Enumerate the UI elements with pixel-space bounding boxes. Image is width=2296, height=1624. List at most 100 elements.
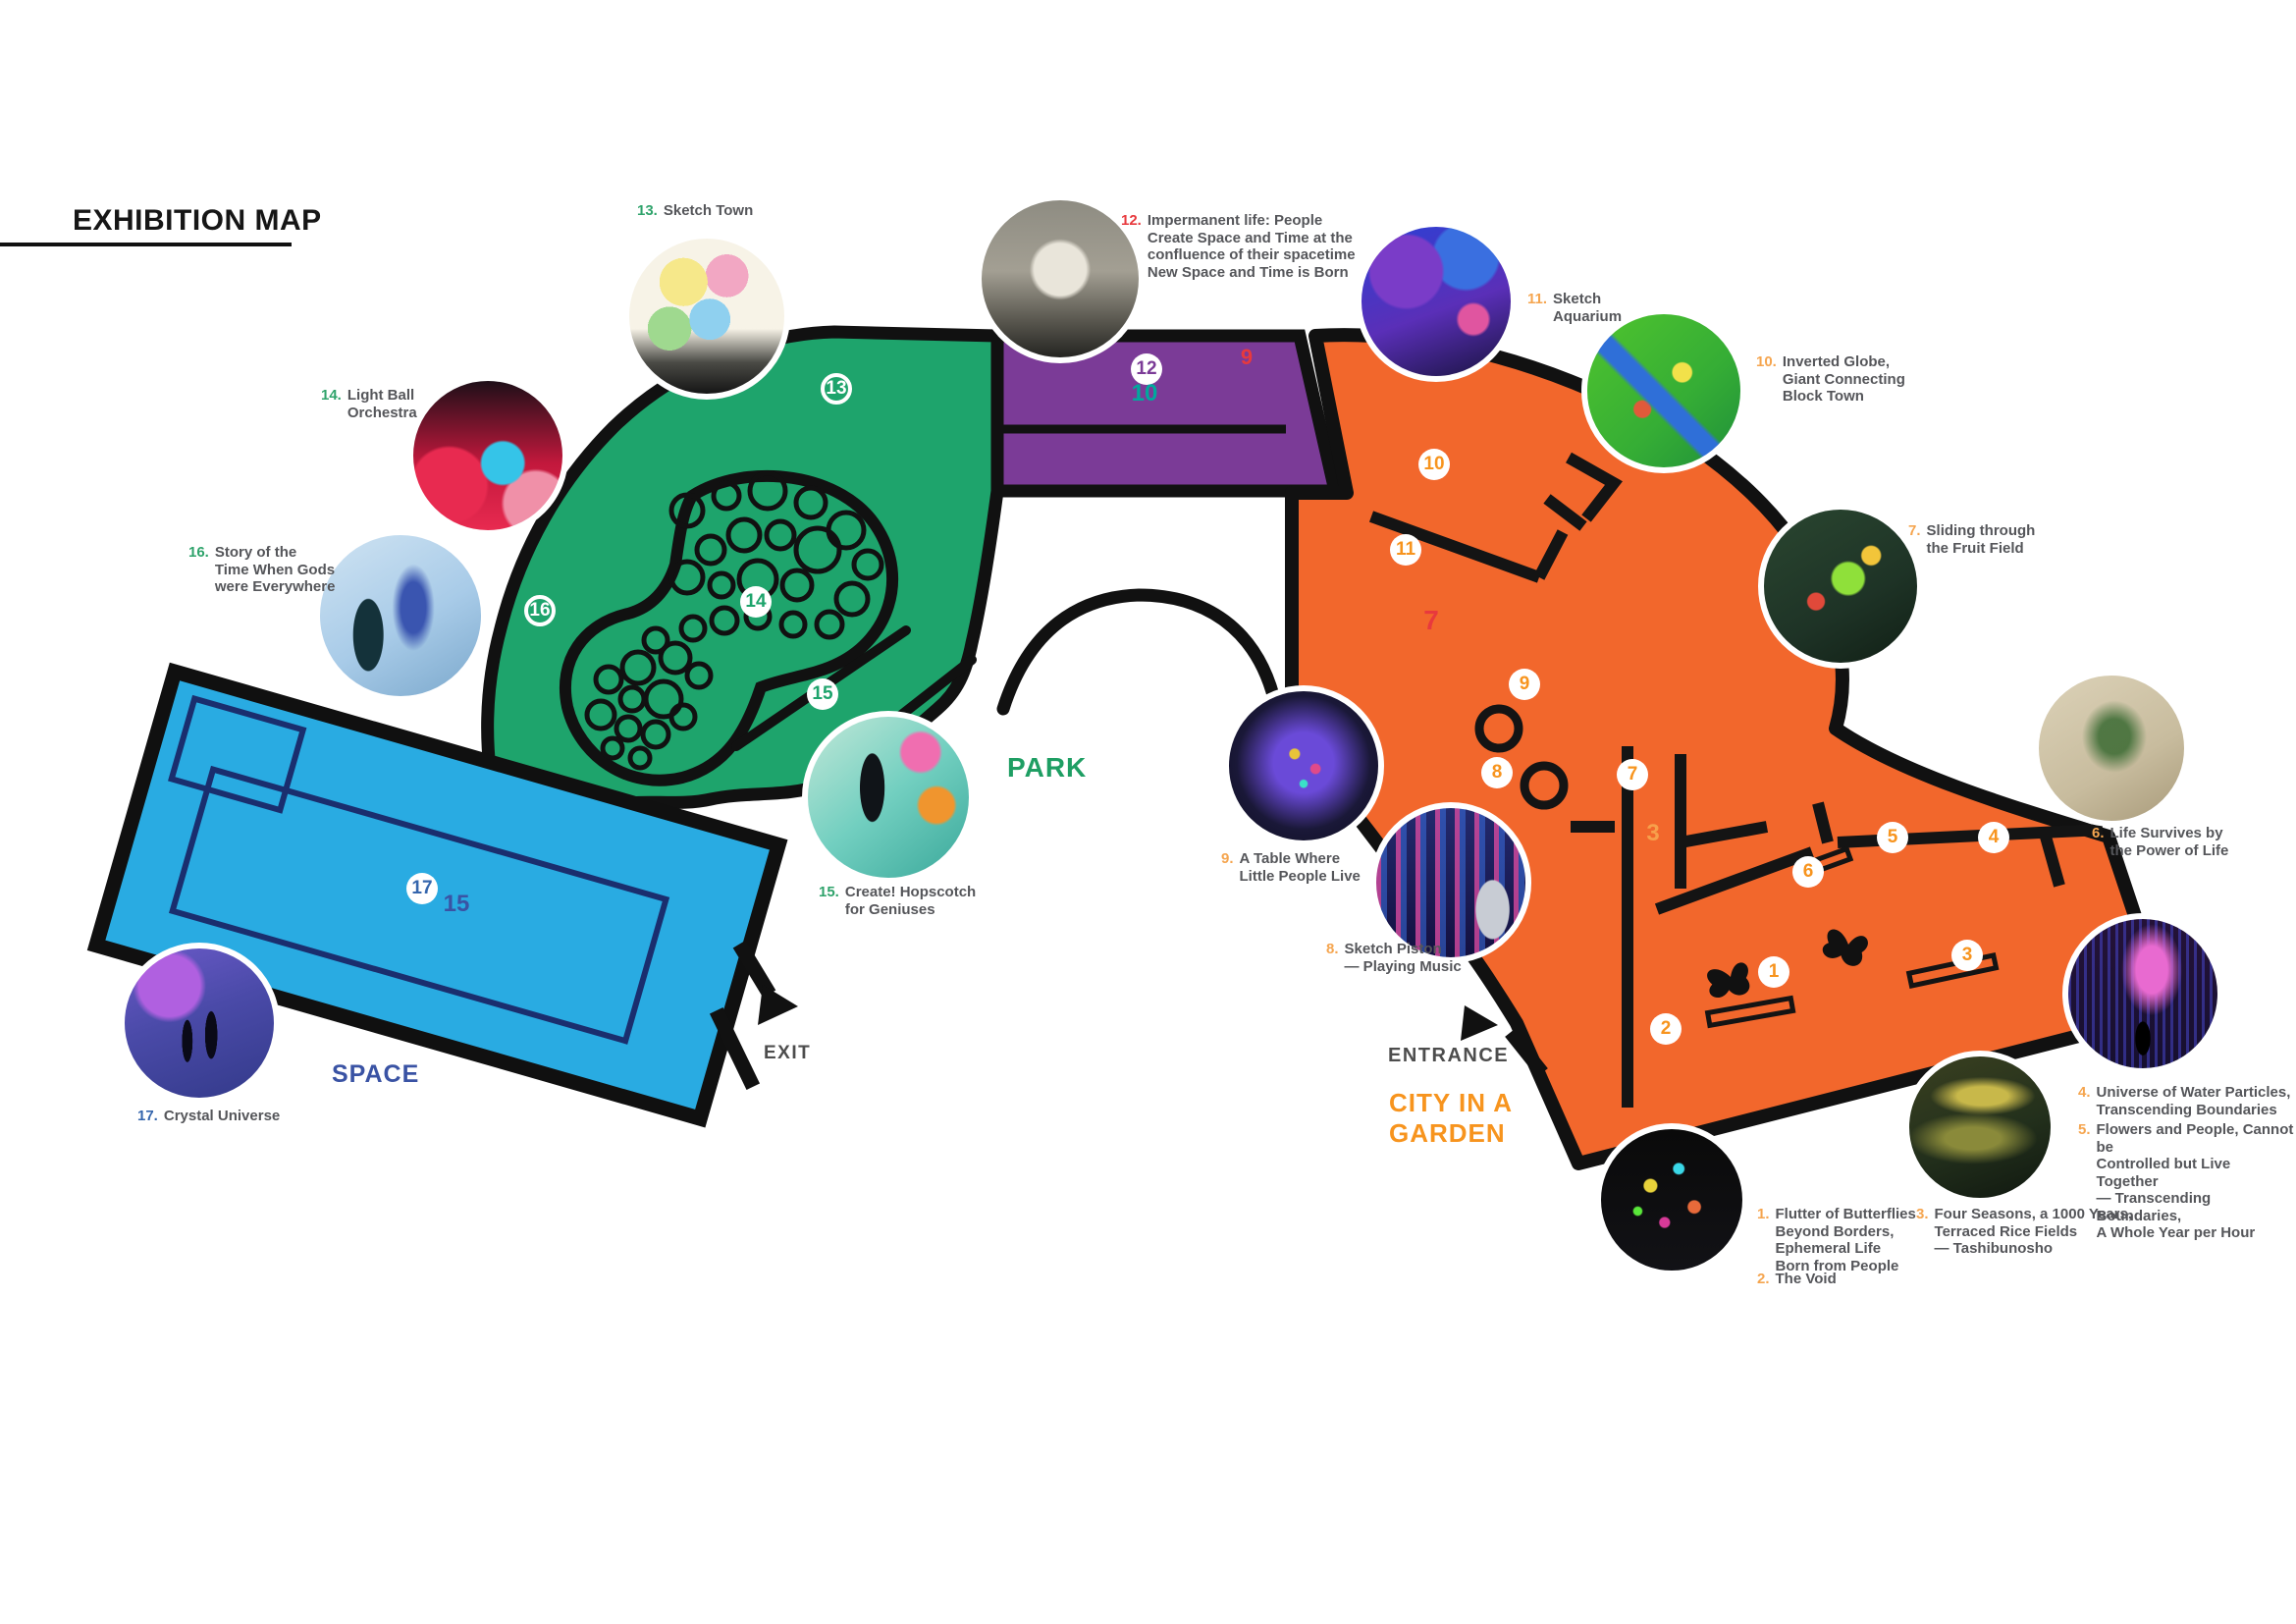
map-marker-5: 5 bbox=[1877, 822, 1908, 853]
photo-table-little-people bbox=[1223, 685, 1384, 846]
exhibit-title: Sketch Aquarium bbox=[1553, 291, 1623, 325]
exhibit-label-water-particles: 4.Universe of Water Particles, Transcend… bbox=[2078, 1084, 2290, 1118]
photo-flutter-of-butterflies bbox=[1595, 1123, 1748, 1276]
exhibit-number: 16. bbox=[188, 544, 209, 561]
photo-crystal-universe bbox=[119, 943, 280, 1104]
exhibit-number: 10. bbox=[1756, 353, 1777, 370]
exhibit-label-hopscotch: 15.Create! Hopscotch for Geniuses bbox=[819, 884, 976, 918]
exhibit-title: Story of the Time When Gods were Everywh… bbox=[214, 544, 336, 595]
exhibit-label-flutter-of-butterflies: 1. Flutter of Butterflies Beyond Borders,… bbox=[1757, 1206, 1916, 1274]
exhibit-label-inverted-globe: 10. Inverted Globe, Giant Connecting Bloc… bbox=[1756, 353, 1905, 406]
exhibit-label-the-void: 2. The Void bbox=[1757, 1271, 1837, 1288]
map-marker-7: 7 bbox=[1617, 759, 1648, 790]
exhibit-number: 7. bbox=[1908, 522, 1921, 539]
exit-walls bbox=[709, 940, 776, 1091]
space-corner-room bbox=[168, 694, 307, 814]
map-marker-9: 9 bbox=[1509, 669, 1540, 700]
map-marker-4: 4 bbox=[1978, 822, 2009, 853]
exhibit-label-four-seasons: 3.Four Seasons, a 1000 Years, Terraced R… bbox=[1916, 1206, 2132, 1258]
photo-sketch-aquarium bbox=[1356, 221, 1517, 382]
city-interior-walls bbox=[1368, 452, 2104, 1108]
exhibit-label-crystal-universe: 17. Crystal Universe bbox=[137, 1108, 280, 1125]
exhibit-label-impermanent-life: 12. Impermanent life: People Create Space… bbox=[1121, 212, 1356, 281]
exhibit-title: Light Ball Orchestra bbox=[347, 387, 417, 421]
photo-inverted-globe bbox=[1581, 308, 1746, 473]
photo-life-survives bbox=[2033, 670, 2190, 827]
zone-number-10: 10 bbox=[1131, 380, 1158, 406]
zone-space-group bbox=[86, 662, 788, 1128]
map-marker-13: 13 bbox=[821, 373, 852, 405]
map-marker-14: 14 bbox=[740, 586, 772, 618]
exhibit-label-life-survives: 6.Life Survives by the Power of Life bbox=[2092, 825, 2228, 859]
map-marker-1: 1 bbox=[1758, 956, 1789, 988]
exhibit-label-fruit-field: 7. Sliding through the Fruit Field bbox=[1908, 522, 2035, 557]
map-marker-3: 3 bbox=[1951, 940, 1983, 971]
title-underline bbox=[0, 243, 292, 246]
zone-number-15: 15 bbox=[443, 891, 470, 917]
courtyard-arch bbox=[996, 588, 1283, 716]
zone-number-3: 3 bbox=[1646, 820, 1660, 846]
exhibit-number: 5. bbox=[2078, 1121, 2091, 1138]
exhibit-label-flowers-and-people: 5. Flowers and People, Cannot be Controll… bbox=[2078, 1121, 2296, 1242]
exhibit-number: 6. bbox=[2092, 825, 2105, 841]
exhibit-number: 13. bbox=[637, 202, 658, 219]
map-marker-10: 10 bbox=[1418, 449, 1450, 480]
exhibit-title: Four Seasons, a 1000 Years, Terraced Ric… bbox=[1934, 1206, 2133, 1257]
exhibit-title: Impermanent life: People Create Space an… bbox=[1147, 212, 1356, 281]
photo-story-of-gods bbox=[314, 529, 487, 702]
exhibit-title: The Void bbox=[1775, 1271, 1837, 1287]
city-columns bbox=[1474, 704, 1569, 810]
exhibit-number: 2. bbox=[1757, 1271, 1770, 1287]
exhibit-title: Flutter of Butterflies Beyond Borders, E… bbox=[1775, 1206, 1916, 1274]
map-marker-15: 15 bbox=[807, 678, 838, 710]
exhibit-title: Inverted Globe, Giant Connecting Block T… bbox=[1782, 353, 1905, 405]
photo-sketch-piston bbox=[1370, 802, 1531, 963]
exit-label: EXIT bbox=[764, 1043, 812, 1063]
exhibit-number: 11. bbox=[1527, 291, 1548, 307]
map-marker-12: 12 bbox=[1131, 353, 1162, 385]
map-marker-11: 11 bbox=[1390, 534, 1421, 566]
exhibit-label-table-little-people: 9. A Table Where Little People Live bbox=[1221, 850, 1361, 885]
photo-impermanent-life bbox=[976, 194, 1145, 363]
map-marker-8: 8 bbox=[1481, 757, 1513, 788]
exhibit-label-sketch-piston: 8.Sketch Piston — Playing Music bbox=[1326, 941, 1462, 975]
exhibit-number: 9. bbox=[1221, 850, 1234, 867]
exhibit-title: Life Survives by the Power of Life bbox=[2109, 825, 2229, 859]
exhibit-title: Create! Hopscotch for Geniuses bbox=[844, 884, 977, 918]
exit-arrow-icon bbox=[758, 985, 798, 1025]
map-marker-17: 17 bbox=[406, 873, 438, 904]
exhibit-number: 1. bbox=[1757, 1206, 1770, 1222]
exhibit-number: 8. bbox=[1326, 941, 1339, 957]
photo-sketch-town bbox=[623, 233, 790, 400]
exhibit-title: A Table Where Little People Live bbox=[1239, 850, 1361, 885]
photo-hopscotch bbox=[802, 711, 975, 884]
zone-number-9: 9 bbox=[1240, 345, 1254, 369]
ball-pond-bubbles bbox=[584, 470, 884, 771]
exhibit-label-light-ball-orchestra: 14. Light Ball Orchestra bbox=[321, 387, 417, 421]
exhibit-number: 17. bbox=[137, 1108, 158, 1124]
exhibit-label-sketch-town: 13. Sketch Town bbox=[637, 202, 753, 220]
exhibit-title: Flowers and People, Cannot be Controlled… bbox=[2096, 1121, 2294, 1241]
exhibit-title: Sketch Town bbox=[663, 202, 754, 219]
exhibit-title: Crystal Universe bbox=[163, 1108, 281, 1124]
zone-label-park: PARK bbox=[1007, 752, 1088, 783]
zone-label-city-in-a-garden: CITY IN A GARDEN bbox=[1389, 1088, 1514, 1148]
exhibit-number: 14. bbox=[321, 387, 342, 404]
zone-number-7: 7 bbox=[1423, 605, 1439, 635]
entrance-label: ENTRANCE bbox=[1388, 1045, 1510, 1066]
exhibit-label-story-of-gods: 16. Story of the Time When Gods were Ever… bbox=[188, 544, 335, 596]
space-inner-room bbox=[168, 765, 670, 1045]
photo-water-particles bbox=[2062, 913, 2223, 1074]
exhibit-label-sketch-aquarium: 11. Sketch Aquarium bbox=[1527, 291, 1622, 325]
photo-fruit-field bbox=[1758, 504, 1923, 669]
map-marker-6: 6 bbox=[1792, 856, 1824, 888]
exhibit-title: Sliding through the Fruit Field bbox=[1926, 522, 2036, 557]
entrance-arrow-icon bbox=[1461, 1005, 1498, 1041]
exhibit-number: 12. bbox=[1121, 212, 1142, 229]
page-title: EXHIBITION MAP bbox=[73, 204, 322, 237]
butterfly-icons bbox=[1707, 929, 1868, 999]
photo-four-seasons bbox=[1903, 1051, 2056, 1204]
